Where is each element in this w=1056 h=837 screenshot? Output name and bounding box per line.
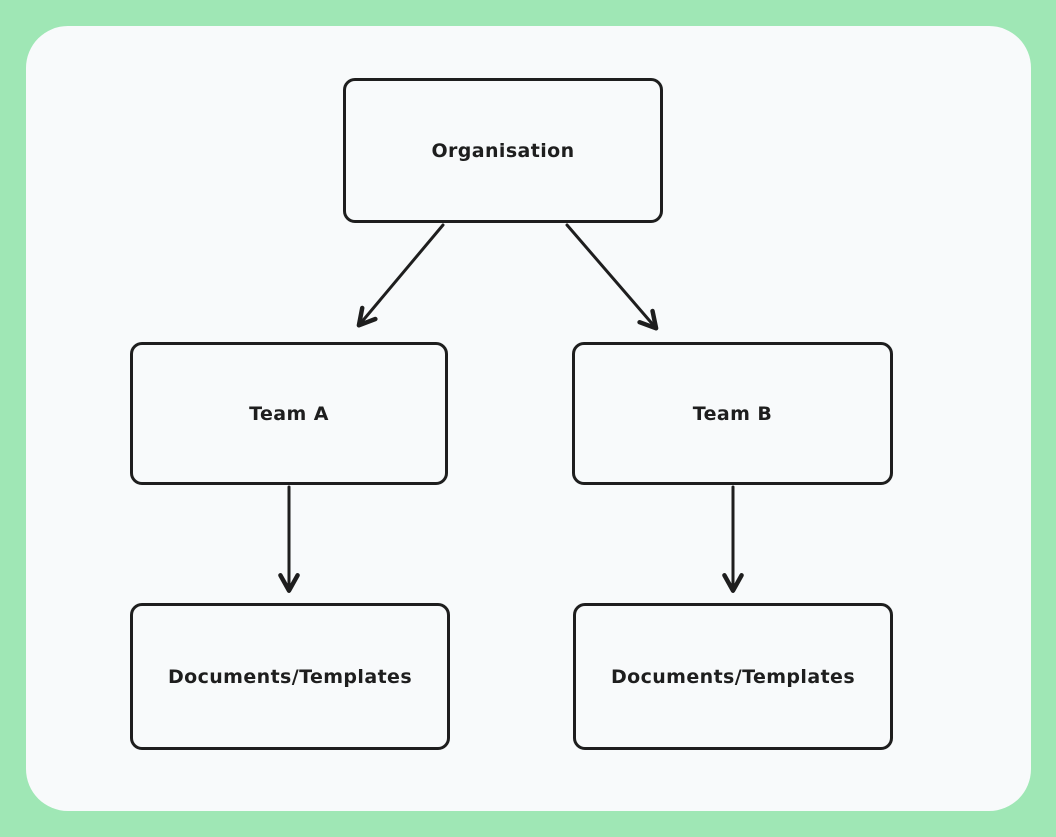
node-documents-templates-a-label: Documents/Templates [167,665,413,688]
node-team-b[interactable]: Team B [572,342,893,485]
node-documents-templates-b[interactable]: Documents/Templates [573,603,893,750]
node-team-a-label: Team A [249,402,329,425]
canvas[interactable]: Organisation Team A Team B Documents/Tem… [26,26,1031,811]
node-documents-templates-b-label: Documents/Templates [610,665,856,688]
node-organisation[interactable]: Organisation [343,78,663,223]
node-team-a[interactable]: Team A [130,342,448,485]
arrow-organisation-to-team-a[interactable] [356,223,445,328]
node-documents-templates-a[interactable]: Documents/Templates [130,603,450,750]
org-flowchart: Organisation Team A Team B Documents/Tem… [26,26,1031,811]
node-team-b-label: Team B [692,402,773,425]
edges-layer [278,223,744,593]
node-organisation-label: Organisation [431,139,575,162]
arrow-organisation-to-team-b[interactable] [565,223,659,331]
